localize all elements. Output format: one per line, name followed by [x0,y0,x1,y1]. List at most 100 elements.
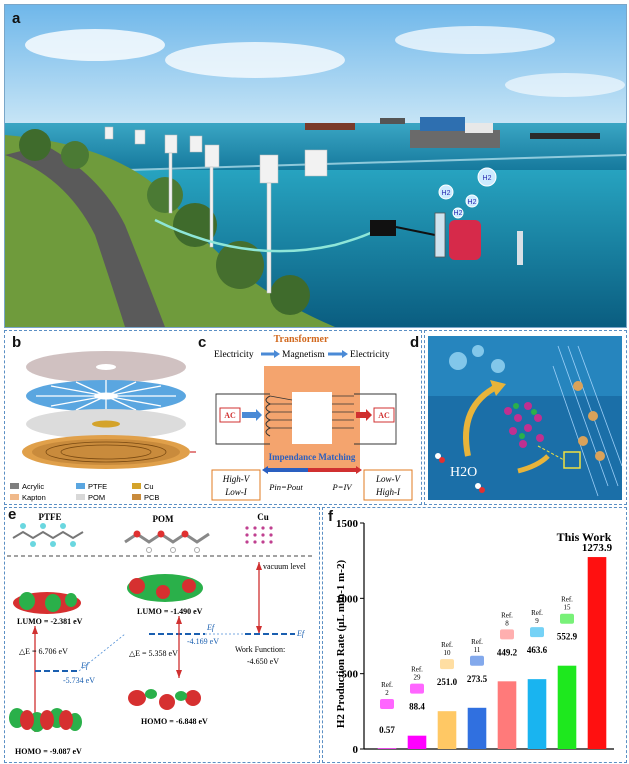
panel-letter-e: e [8,506,17,523]
legend-ptfe: PTFE [88,482,107,491]
chart-bar [437,711,457,749]
panel-f-frame [322,507,627,763]
legend-kapton: Kapton [22,493,46,502]
power-equation-in-out: Pin=Pout [268,482,303,492]
legend-swatch-pom [76,494,85,500]
flow-electricity-out: Electricity [350,350,390,360]
chart-bar-value-label: 463.6 [527,645,548,655]
chart-category-label: Ref. [561,596,573,604]
panels-bc-frame [4,330,422,505]
chart-category-label: Ref. [531,609,543,617]
chart-category-label: Ref. [441,641,453,649]
ptfe-title: PTFE [38,512,61,522]
chart-ref-icon [470,655,484,666]
legend-swatch-kapton [10,494,19,500]
chart-category-label: Ref. [381,681,393,689]
impedance-matching-label: Impendance Matching [269,452,356,462]
chart-y-tick-label: 1000 [336,593,359,605]
chart-bar-value-label: 552.9 [557,632,578,642]
h2-bubble-label: H2 [442,190,451,197]
panel-e-frame [4,507,320,763]
h2-bubble-label: H2 [468,199,477,206]
energy-level-diagram: PTFE POM Cu vacuum level LUMO = -2.381 e… [7,512,315,756]
pom-title: POM [153,514,174,524]
panel-letter-d: d [410,334,420,351]
legend-swatch-pcb [132,494,141,500]
chart-bar [467,707,487,749]
ptfe-lumo-orbital [13,592,81,614]
h2-bubble-label: H2 [454,210,463,217]
ptfe-fermi-label: Ef [80,661,90,670]
chart-category-label: Ref. [501,611,513,619]
low-i-label: Low-I [224,487,248,497]
chart-bar [527,679,547,749]
chart-ref-icon [530,627,544,638]
transformer-title: Transformer [274,334,329,345]
panel-a-scene: H2 H2 H2 H2 [4,4,627,328]
pom-fermi-value: -4.169 eV [187,637,219,646]
chart-ref-icon [500,629,514,640]
pom-molecule [124,530,210,553]
chart-bar-value-label: 1273.9 [582,542,613,554]
chart-y-axis-label: H2 Production Rate (μL min-1 m-2) [335,560,347,729]
water-molecule-label: H2O [450,465,477,480]
legend-swatch-ptfe [76,483,85,489]
power-equation-piv: P=IV [332,482,354,492]
panel-b-legend: Acrylic PTFE Cu Kapton POM PCB [10,482,159,502]
chart-bar [377,748,397,749]
ptfe-lumo-label: LUMO = -2.381 eV [17,617,83,626]
chart-category-label: 15 [564,604,572,612]
h2-production-bar-chart: H2 Production Rate (μL min-1 m-2) This W… [335,518,614,756]
legend-swatch-cu [132,483,141,489]
chart-bar-value-label: 88.4 [409,702,425,712]
chart-category-label: 10 [444,649,452,657]
chart-y-tick-label: 1500 [336,518,359,530]
this-work-label: This Work [557,530,612,544]
legend-acrylic: Acrylic [22,482,44,491]
ac-source-left: AC [224,411,236,420]
pom-lumo-label: LUMO = -1.490 eV [137,607,203,616]
chart-y-tick-label: 500 [342,669,359,681]
chart-bar [407,735,427,749]
high-i-label: High-I [375,487,401,497]
chart-category-label: Ref. [411,666,423,674]
h2-bubble-label: H2 [483,175,492,182]
low-v-label: Low-V [375,474,402,484]
legend-pcb: PCB [144,493,159,502]
ptfe-delta-e: △E = 6.706 eV [19,647,68,656]
pom-lumo-orbital [127,574,203,602]
ocean-scene-illustration: H2 H2 H2 H2 [5,5,626,327]
chart-ref-icon [410,683,424,694]
cu-fermi-label: Ef [296,629,306,638]
chart-bar-value-label: 449.2 [497,647,518,657]
ptfe-fermi-value: -5.734 eV [63,676,95,685]
chart-y-tick-label: 0 [353,744,359,756]
flow-magnetism: Magnetism [282,350,325,360]
panel-d-frame [424,330,627,505]
chart-bar-value-label: 273.5 [467,674,488,684]
chart-ref-icon [380,699,394,709]
catalysis-illustration: H2O [428,336,622,500]
chart-bar [497,681,517,749]
transformer-diagram: Transformer Electricity Magnetism Electr… [211,334,413,501]
chart-category-label: 29 [414,674,422,682]
chart-category-label: Ref. [471,638,483,646]
legend-cu: Cu [144,482,154,491]
chart-ref-icon [440,659,454,670]
cu-title: Cu [257,512,269,522]
chart-category-label: 9 [535,617,539,625]
pom-fermi-label: Ef [206,623,216,632]
panel-letter-a: a [12,10,21,27]
chart-category-label: 8 [505,619,509,627]
ptfe-molecule [12,523,84,547]
pom-homo-orbital [128,689,201,710]
chart-bar-value-label: 251.0 [437,677,458,687]
pom-delta-e: △E = 5.358 eV [129,649,178,658]
panel-letter-c: c [198,334,207,351]
panel-letter-b: b [12,334,22,351]
chart-category-label: 2 [385,689,389,697]
ptfe-homo-orbital [9,708,82,732]
cu-work-function-title: Work Function: [235,645,285,654]
high-v-label: High-V [222,474,251,484]
chart-bar-value-label: 0.57 [379,725,395,735]
